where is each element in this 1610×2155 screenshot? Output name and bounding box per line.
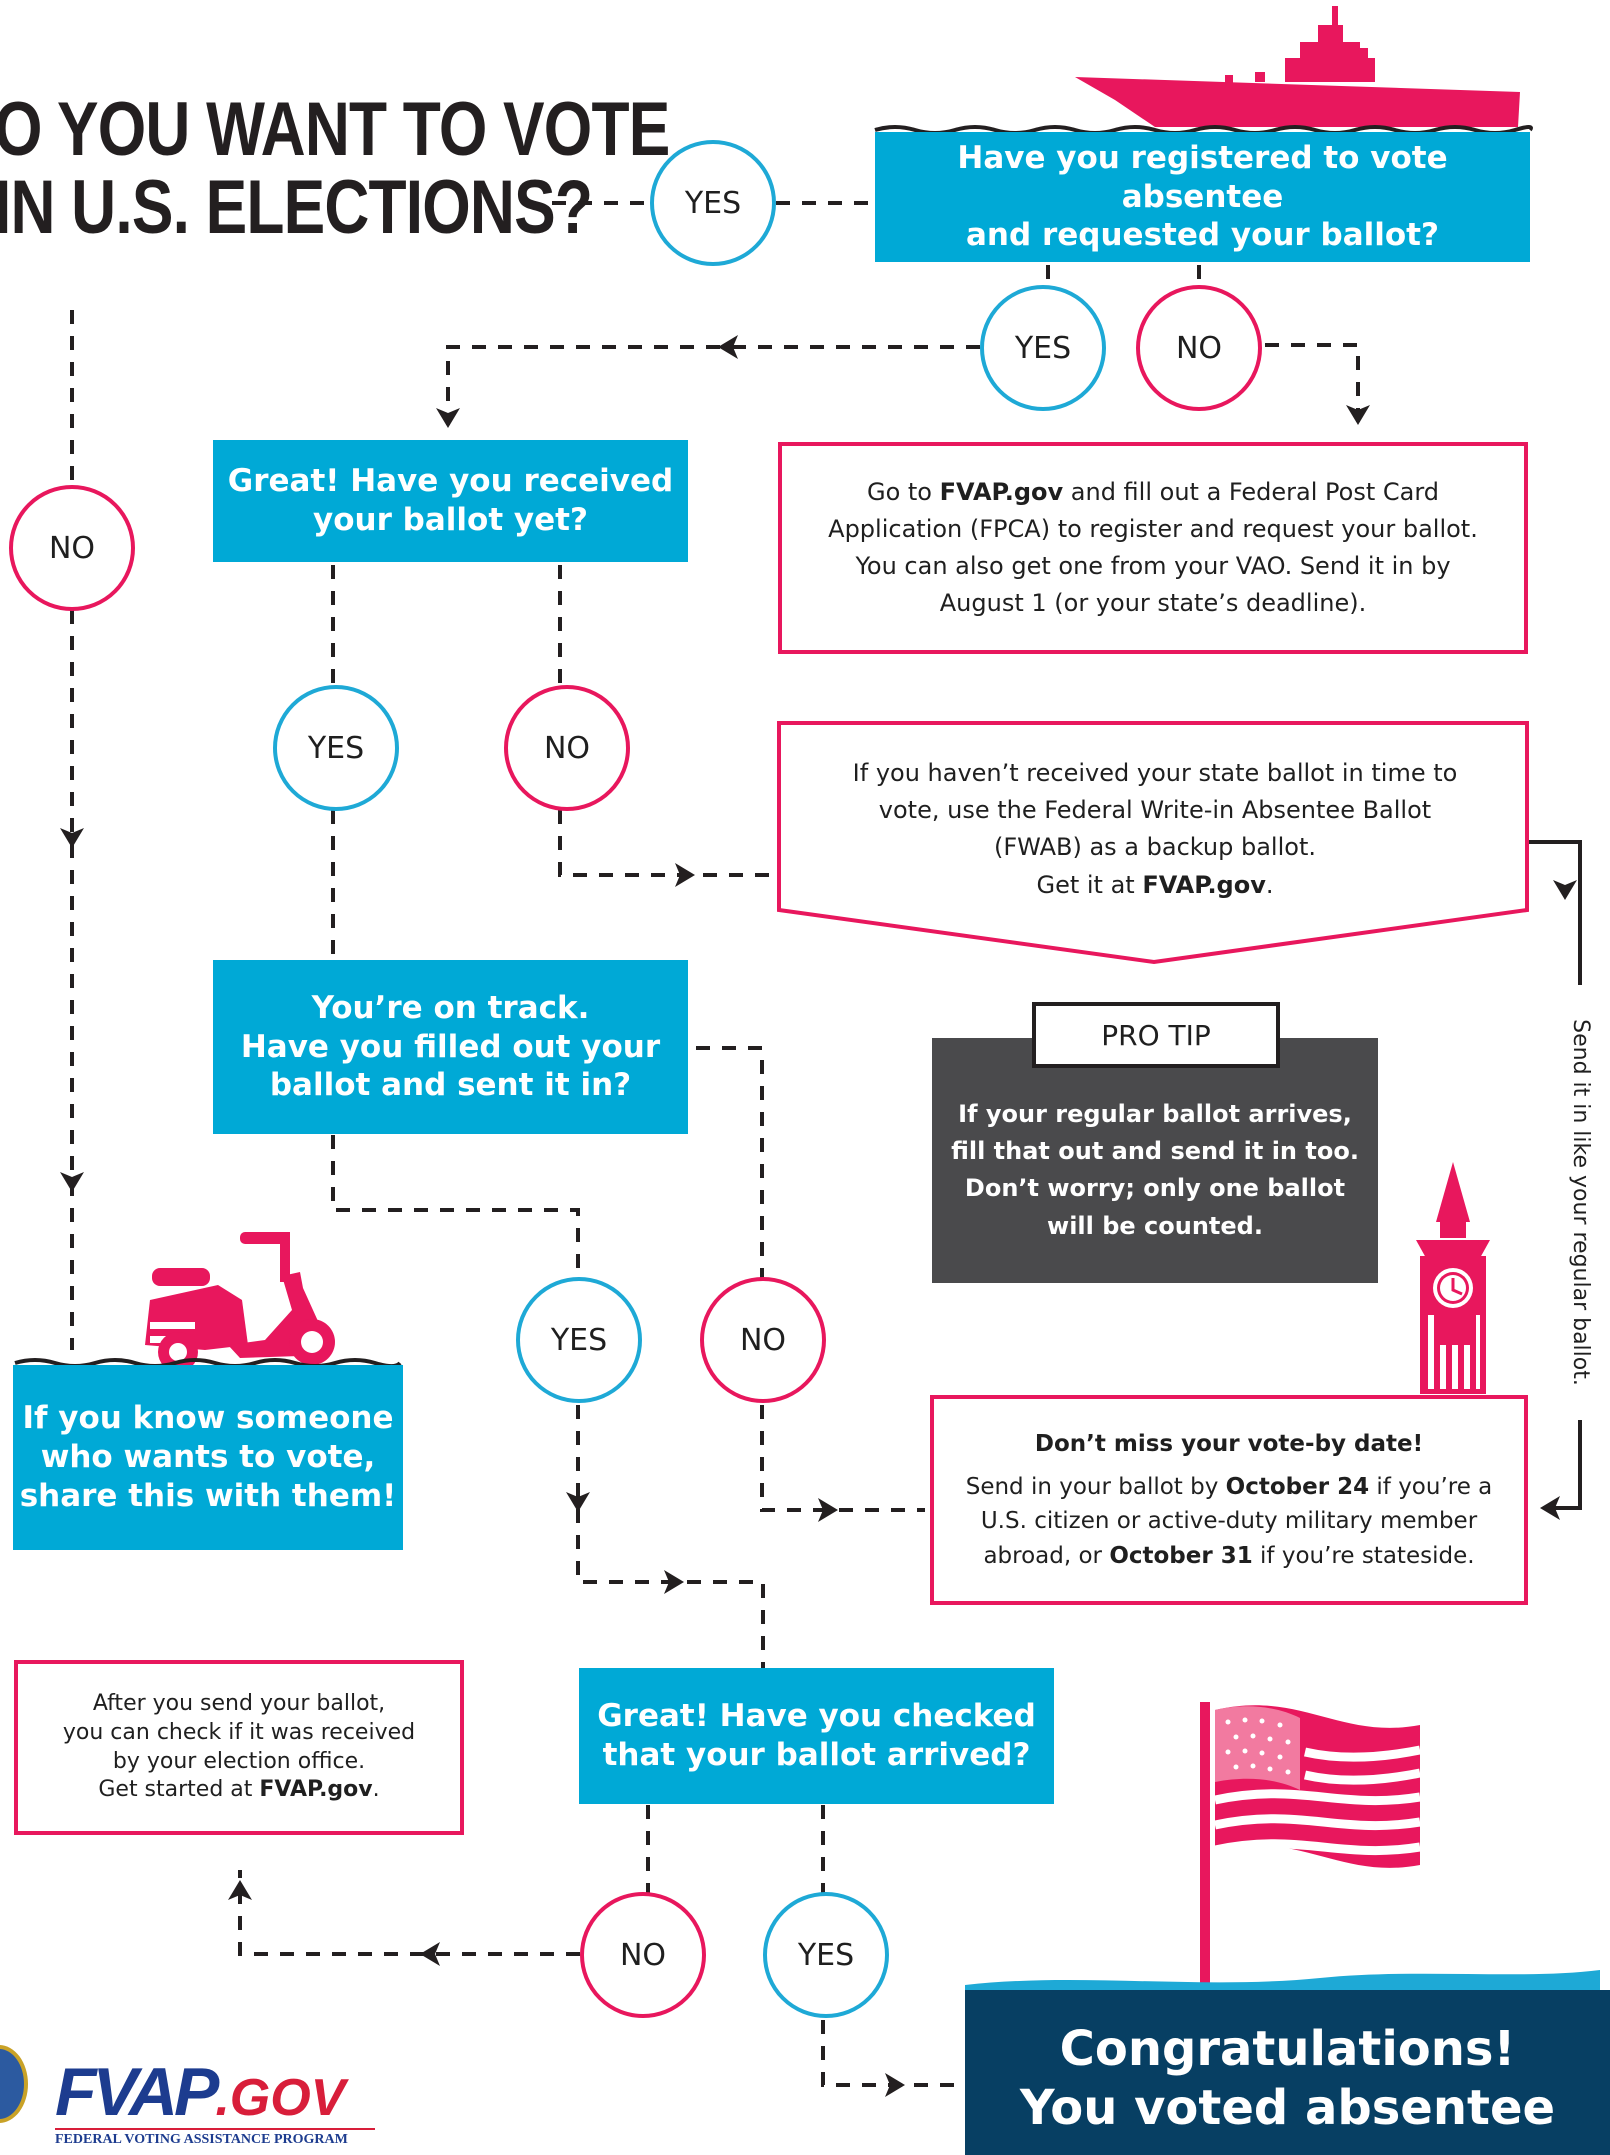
page-title: O YOU WANT TO VOTE IN U.S. ELECTIONS? bbox=[0, 87, 670, 250]
question-received: Great! Have you received your ballot yet… bbox=[213, 440, 688, 562]
vote-by-text-1: Send in your ballot by bbox=[965, 1473, 1226, 1500]
fvap-logo-main: FVAP bbox=[55, 2054, 219, 2130]
fvap-logo-suffix: .GOV bbox=[215, 2069, 346, 2127]
congrats-line-1: Congratulations! bbox=[1059, 2021, 1516, 2077]
answer-no-sent: NO bbox=[700, 1277, 826, 1403]
answer-no-vote: NO bbox=[9, 485, 135, 611]
check-ballot-get-label: Get started at bbox=[98, 1777, 260, 1803]
side-note-container: Send it in like your regular ballot. bbox=[1565, 995, 1595, 1410]
fwab-text: If you haven’t received your state ballo… bbox=[852, 759, 1458, 862]
fvap-link[interactable]: FVAP.gov bbox=[939, 477, 1064, 506]
page-title-line-2: IN U.S. ELECTIONS? bbox=[0, 165, 593, 250]
check-ballot-box: After you send your ballot, you can chec… bbox=[14, 1660, 464, 1835]
arrowheads bbox=[60, 335, 1577, 2097]
side-note: Send it in like your regular ballot. bbox=[1567, 1019, 1593, 1386]
vote-by-date-stateside: October 31 bbox=[1109, 1542, 1253, 1569]
scooter-illustration bbox=[145, 1232, 335, 1372]
vote-by-text-3: if you’re stateside. bbox=[1252, 1542, 1475, 1569]
pro-tip-text: If your regular ballot arrives, fill tha… bbox=[951, 1100, 1359, 1240]
fpca-info-box: Go to FVAP.gov and fill out a Federal Po… bbox=[778, 442, 1528, 654]
congrats-line-2: You voted absentee bbox=[1019, 2079, 1556, 2136]
answer-no-received: NO bbox=[504, 685, 630, 811]
answer-yes-vote: YES bbox=[650, 140, 776, 266]
question-registered: Have you registered to vote absentee and… bbox=[875, 132, 1530, 262]
answer-yes-registered: YES bbox=[980, 285, 1106, 411]
check-ballot-fvap-link[interactable]: FVAP.gov bbox=[259, 1777, 373, 1803]
fpca-text-pre: Go to bbox=[866, 477, 940, 506]
answer-yes-received: YES bbox=[273, 685, 399, 811]
fpca-text: Go to FVAP.gov and fill out a Federal Po… bbox=[822, 474, 1484, 623]
check-ballot-period: . bbox=[372, 1777, 380, 1803]
share-box: If you know someone who wants to vote, s… bbox=[13, 1365, 403, 1550]
fwab-get-line: Get it at FVAP.gov. bbox=[850, 867, 1460, 904]
fvap-logo-tagline: FEDERAL VOTING ASSISTANCE PROGRAM bbox=[55, 2128, 375, 2148]
fvap-logo[interactable]: FVAP.GOV FEDERAL VOTING ASSISTANCE PROGR… bbox=[55, 2058, 375, 2153]
pro-tip-label: PRO TIP bbox=[1032, 1002, 1280, 1068]
pro-tip-box: If your regular ballot arrives, fill tha… bbox=[932, 1038, 1378, 1283]
vote-by-text-2: if you’re a U.S. citizen or active-duty … bbox=[980, 1473, 1493, 1569]
fwab-info-box: If you haven’t received your state ballo… bbox=[850, 755, 1460, 904]
answer-no-registered: NO bbox=[1136, 285, 1262, 411]
answer-no-checked: NO bbox=[580, 1892, 706, 2018]
fwab-box-outline bbox=[777, 721, 1529, 965]
fwab-fvap-link[interactable]: FVAP.gov bbox=[1142, 870, 1266, 899]
answer-yes-sent: YES bbox=[516, 1277, 642, 1403]
vote-by-box: Don’t miss your vote-by date! Send in yo… bbox=[930, 1395, 1528, 1605]
vote-by-heading: Don’t miss your vote-by date! bbox=[1034, 1431, 1424, 1457]
clock-tower-illustration bbox=[1416, 1162, 1490, 1394]
ship-illustration bbox=[1075, 6, 1520, 127]
answer-yes-checked: YES bbox=[763, 1892, 889, 2018]
check-ballot-get-line: Get started at FVAP.gov. bbox=[98, 1776, 379, 1805]
fvap-logo-wordmark: FVAP.GOV bbox=[55, 2058, 375, 2126]
vote-by-date-abroad: October 24 bbox=[1225, 1473, 1370, 1500]
page-title-line-1: O YOU WANT TO VOTE bbox=[0, 87, 670, 172]
fwab-period: . bbox=[1265, 870, 1274, 899]
congrats-box: Congratulations! You voted absentee bbox=[965, 1990, 1610, 2155]
vote-by-text: Send in your ballot by October 24 if you… bbox=[964, 1470, 1494, 1574]
question-on-track: You’re on track. Have you filled out you… bbox=[213, 960, 688, 1134]
flag-illustration bbox=[1200, 1702, 1421, 1984]
fpca-text-post: and fill out a Federal Post Card Applica… bbox=[828, 477, 1478, 618]
check-ballot-text: After you send your ballot, you can chec… bbox=[62, 1691, 416, 1774]
question-checked: Great! Have you checked that your ballot… bbox=[579, 1668, 1054, 1804]
fwab-get-label: Get it at bbox=[1036, 870, 1143, 899]
